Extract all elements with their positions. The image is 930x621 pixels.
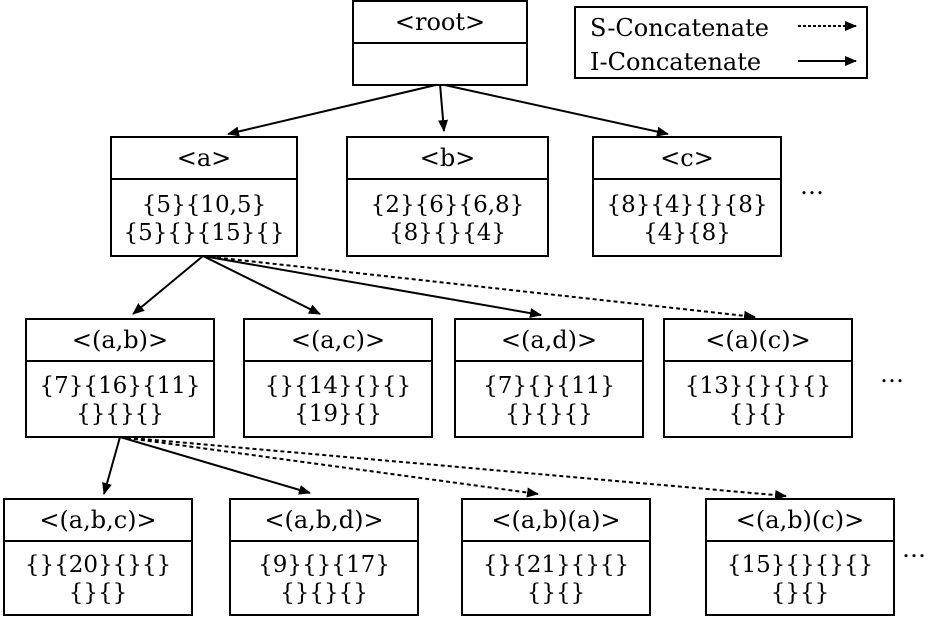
edge-root-b — [438, 83, 449, 132]
node-a-label: <a> — [112, 138, 296, 180]
node-c-body: {8}{4}{}{8} {4}{8} — [594, 180, 780, 257]
edge-a-a_c — [202, 255, 756, 321]
node-abd-label: <(a,b,d)> — [231, 500, 417, 542]
node-a-line-1: {5}{10,5} — [141, 191, 267, 218]
ellipsis-level-1: … — [800, 172, 824, 200]
edge-ab-abc — [102, 436, 121, 495]
ellipsis-level-3: … — [902, 535, 926, 563]
edge-ab-abd — [119, 436, 311, 495]
node-ac-line-2: {19}{} — [294, 401, 382, 427]
node-ab: <(a,b)> {7}{16}{11} {}{}{} — [25, 318, 215, 438]
node-c-line-2: {4}{8} — [643, 219, 731, 246]
node-root-label: <root> — [354, 2, 526, 44]
node-root-body — [354, 44, 526, 84]
node-ab_a: <(a,b)(a)> {}{21}{}{} {}{} — [461, 498, 651, 616]
node-ab_c: <(a,b)(c)> {15}{}{}{} {}{} — [705, 498, 895, 616]
node-root: <root> — [352, 0, 528, 86]
edge-a-ad — [202, 255, 542, 319]
node-a-body: {5}{10,5} {5}{}{15}{} — [112, 180, 296, 257]
node-a_c-line-2: {}{} — [728, 401, 788, 427]
node-ab-line-2: {}{}{} — [76, 401, 164, 427]
node-a_c-body: {13}{}{}{} {}{} — [665, 362, 851, 438]
node-a_c-label: <(a)(c)> — [665, 320, 851, 362]
node-ad-label: <(a,d)> — [456, 320, 642, 362]
node-ac-line-1: {}{14}{}{} — [264, 373, 412, 399]
node-c-line-1: {8}{4}{}{8} — [606, 191, 768, 218]
legend-s-concatenate: S-Concatenate — [590, 14, 769, 42]
node-b-label: <b> — [348, 138, 547, 180]
node-ac-label: <(a,c)> — [245, 320, 431, 362]
node-a: <a> {5}{10,5} {5}{}{15}{} — [110, 136, 298, 257]
node-c: <c> {8}{4}{}{8} {4}{8} — [592, 136, 782, 257]
edge-a-ac — [202, 255, 321, 315]
node-b: <b> {2}{6}{6,8} {8}{}{4} — [346, 136, 549, 257]
edge-a-ab — [132, 255, 204, 315]
node-abd-line-2: {}{}{} — [280, 580, 368, 606]
node-ab_a-label: <(a,b)(a)> — [463, 500, 649, 542]
node-abd-line-1: {9}{}{17} — [258, 552, 390, 578]
legend: S-Concatenate I-Concatenate — [574, 6, 868, 79]
node-ad-body: {7}{}{11} {}{}{} — [456, 362, 642, 438]
node-ad-line-2: {}{}{} — [505, 401, 593, 427]
ellipsis-level-2: … — [880, 360, 904, 388]
node-abc: <(a,b,c)> {}{20}{}{} {}{} — [3, 498, 193, 616]
node-a_c-line-1: {13}{}{}{} — [684, 373, 832, 399]
node-ab_a-line-1: {}{21}{}{} — [482, 552, 630, 578]
node-a-line-2: {5}{}{15}{} — [123, 219, 285, 246]
edge-root-a — [227, 83, 441, 137]
node-ab-label: <(a,b)> — [27, 320, 213, 362]
node-ab-line-1: {7}{16}{11} — [39, 373, 201, 399]
node-abd: <(a,b,d)> {9}{}{17} {}{}{} — [229, 498, 419, 616]
node-ab-body: {7}{16}{11} {}{}{} — [27, 362, 213, 438]
node-abd-body: {9}{}{17} {}{}{} — [231, 542, 417, 616]
node-b-line-2: {8}{}{4} — [388, 219, 507, 246]
node-ad: <(a,d)> {7}{}{11} {}{}{} — [454, 318, 644, 438]
node-b-body: {2}{6}{6,8} {8}{}{4} — [348, 180, 547, 257]
edge-root-c — [439, 83, 669, 137]
legend-i-concatenate: I-Concatenate — [590, 48, 762, 76]
node-abc-line-1: {}{20}{}{} — [24, 552, 172, 578]
node-ad-line-1: {7}{}{11} — [483, 373, 615, 399]
node-ab_c-line-2: {}{} — [770, 580, 830, 606]
node-abc-label: <(a,b,c)> — [5, 500, 191, 542]
node-b-line-1: {2}{6}{6,8} — [370, 191, 525, 218]
node-ab_c-line-1: {15}{}{}{} — [726, 552, 874, 578]
node-ab_c-body: {15}{}{}{} {}{} — [707, 542, 893, 616]
node-ab_a-body: {}{21}{}{} {}{} — [463, 542, 649, 616]
node-abc-line-2: {}{} — [68, 580, 128, 606]
node-abc-body: {}{20}{}{} {}{} — [5, 542, 191, 616]
node-c-label: <c> — [594, 138, 780, 180]
node-ab_c-label: <(a,b)(c)> — [707, 500, 893, 542]
node-ac-body: {}{14}{}{} {19}{} — [245, 362, 431, 438]
edge-ab-ab_a — [119, 436, 539, 498]
node-a_c: <(a)(c)> {13}{}{}{} {}{} — [663, 318, 853, 438]
node-ab_a-line-2: {}{} — [526, 580, 586, 606]
node-ac: <(a,c)> {}{14}{}{} {19}{} — [243, 318, 433, 438]
